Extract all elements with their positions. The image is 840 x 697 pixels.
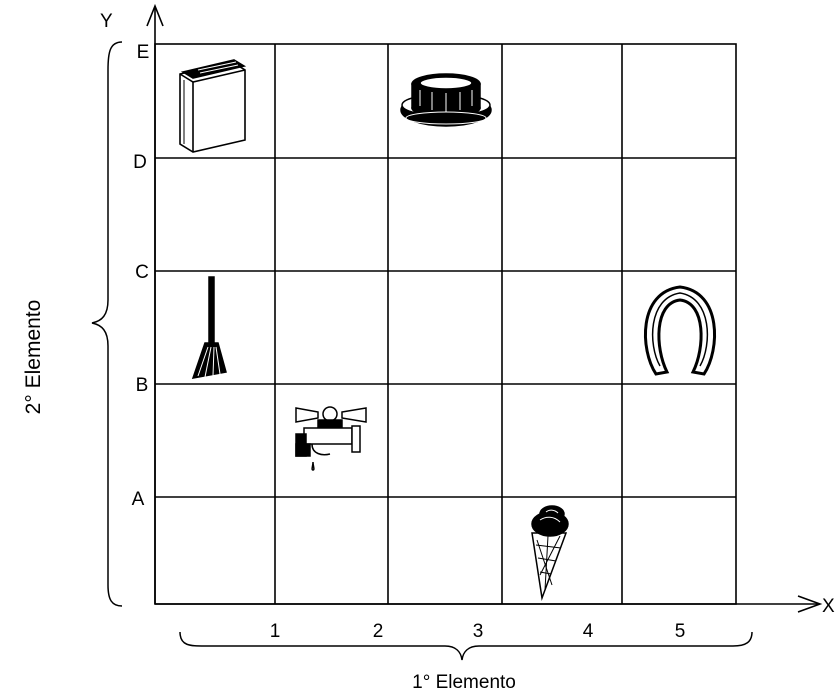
cake-icon	[401, 74, 491, 126]
y-axis	[147, 6, 163, 604]
x-tick-label: 4	[583, 621, 594, 642]
y-tick-label: C	[135, 262, 149, 283]
x-axis-label: X	[822, 596, 835, 617]
horizontal-brace-label: 1° Elemento	[412, 672, 516, 693]
y-tick-label: B	[136, 375, 149, 396]
y-tick-labels: A B C D E	[132, 42, 150, 510]
x-tick-labels: 1 2 3 4 5	[270, 621, 686, 642]
x-tick-label: 2	[373, 621, 384, 642]
x-tick-label: 3	[473, 621, 484, 642]
y-tick-label: A	[132, 489, 145, 510]
x-axis	[155, 596, 820, 612]
book-icon	[180, 60, 245, 152]
x-tick-label: 5	[675, 621, 686, 642]
horseshoe-icon	[645, 287, 714, 374]
y-axis-label: Y	[100, 11, 113, 32]
vertical-brace-label: 2° Elemento	[22, 300, 45, 415]
x-tick-label: 1	[270, 621, 281, 642]
y-tick-label: E	[137, 42, 150, 63]
ice-cream-icon	[532, 506, 568, 598]
horizontal-brace	[180, 632, 752, 660]
faucet-icon	[296, 407, 366, 470]
broom-icon	[193, 277, 226, 378]
y-tick-label: D	[133, 152, 147, 173]
vertical-brace	[92, 42, 122, 606]
